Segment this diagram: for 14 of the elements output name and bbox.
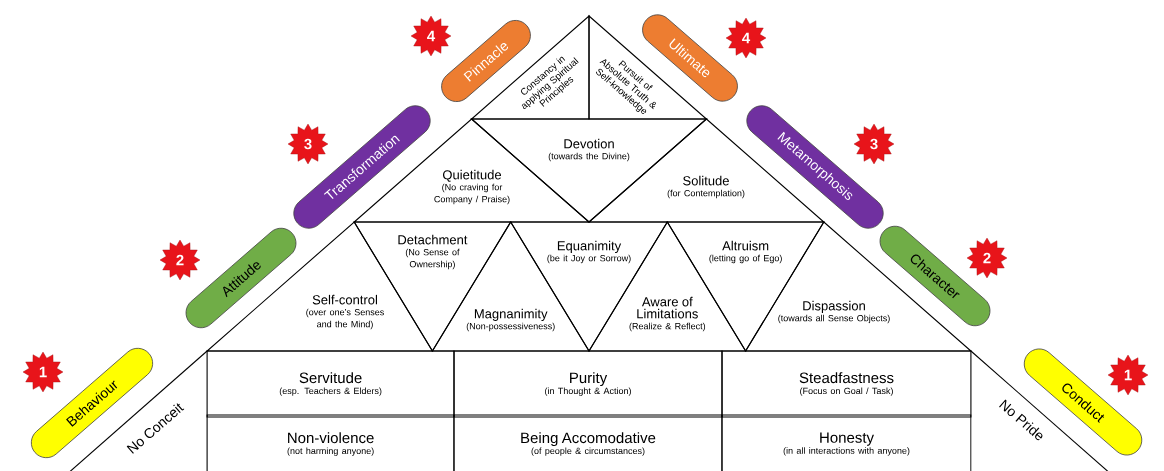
table-cell: Honesty (in all interactions with anyone) xyxy=(721,414,972,471)
table-cell: Purity (in Thought & Action) xyxy=(453,350,723,418)
number-star: 3 xyxy=(853,123,895,165)
table-cell: Non-violence (not harming anyone) xyxy=(206,414,455,471)
number-star: 3 xyxy=(287,123,329,165)
table-cell: Steadfastness (Focus on Goal / Task) xyxy=(721,350,972,418)
number-star: 2 xyxy=(159,239,201,281)
number-star: 1 xyxy=(1107,354,1149,396)
number-star: 4 xyxy=(410,15,452,57)
table-cell: Being Accomodative (of people & circumstances) xyxy=(453,414,723,471)
number-star: 4 xyxy=(725,17,767,59)
number-star: 1 xyxy=(22,351,64,393)
table-cell: Servitude (esp. Teachers & Elders) xyxy=(206,350,455,418)
number-star: 2 xyxy=(966,237,1008,279)
